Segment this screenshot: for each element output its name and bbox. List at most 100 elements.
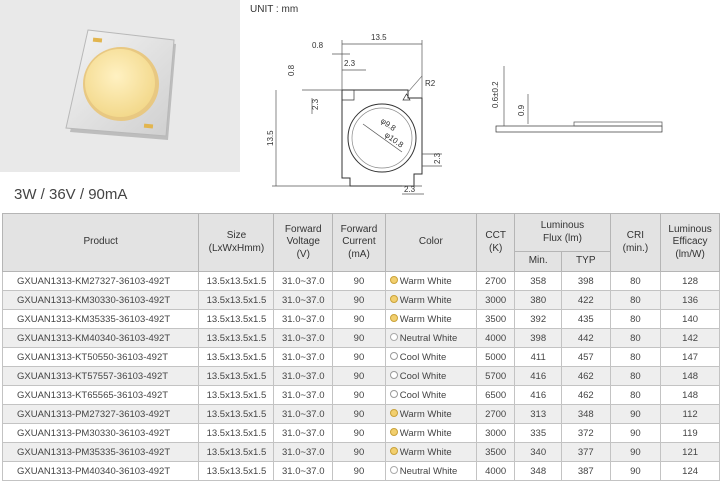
cell-efficacy: 121 — [660, 442, 720, 462]
cell-cct: 6500 — [475, 385, 516, 405]
cell-product: GXUAN1313-KT50550-36103-492T — [1, 347, 200, 367]
cell-flux-min: 411 — [514, 347, 562, 367]
cell-flux-typ: 435 — [560, 309, 611, 329]
cell-color: Neutral White — [384, 461, 477, 481]
cell-current: 90 — [332, 423, 386, 443]
dim-height: 13.5 — [266, 130, 275, 146]
col-current: Forward Current (mA) — [332, 213, 386, 272]
cell-voltage: 31.0~37.0 — [273, 366, 334, 386]
cell-flux-min: 392 — [514, 309, 562, 329]
cell-flux-typ: 377 — [560, 442, 611, 462]
cell-flux-min: 335 — [514, 423, 562, 443]
cell-cct: 2700 — [475, 271, 516, 291]
dim-pad-right: 2.3 — [433, 152, 442, 164]
cell-efficacy: 128 — [660, 271, 720, 291]
cell-flux-min: 380 — [514, 290, 562, 310]
cell-flux-min: 358 — [514, 271, 562, 291]
cell-flux-typ: 398 — [560, 271, 611, 291]
cell-cri: 80 — [609, 366, 662, 386]
cell-size: 13.5x13.5x1.5 — [198, 385, 275, 405]
cell-flux-min: 313 — [514, 404, 562, 424]
cell-voltage: 31.0~37.0 — [273, 271, 334, 291]
warm-color-dot-icon — [389, 313, 398, 322]
cell-cct: 3500 — [475, 309, 516, 329]
cell-size: 13.5x13.5x1.5 — [198, 290, 275, 310]
cell-flux-typ: 422 — [560, 290, 611, 310]
cell-flux-typ: 462 — [560, 385, 611, 405]
cell-cct: 3500 — [475, 442, 516, 462]
cell-size: 13.5x13.5x1.5 — [198, 309, 275, 329]
dim-margin-left: 0.8 — [287, 64, 296, 76]
cell-color: Warm White — [384, 271, 477, 291]
dim-side-height: 0.6±0.2 — [491, 81, 500, 108]
cell-efficacy: 148 — [660, 366, 720, 386]
cell-current: 90 — [332, 385, 386, 405]
cell-efficacy: 148 — [660, 385, 720, 405]
cell-size: 13.5x13.5x1.5 — [198, 461, 275, 481]
col-voltage: Forward Voltage (V) — [273, 213, 334, 272]
cell-voltage: 31.0~37.0 — [273, 328, 334, 348]
cell-size: 13.5x13.5x1.5 — [198, 347, 275, 367]
led-chip-image — [65, 29, 176, 140]
cell-cri: 90 — [609, 404, 662, 424]
col-flux: Luminous Flux (lm) — [514, 213, 611, 252]
cell-flux-typ: 387 — [560, 461, 611, 481]
cell-efficacy: 119 — [660, 423, 720, 443]
cell-current: 90 — [332, 442, 386, 462]
cell-current: 90 — [332, 328, 386, 348]
cell-cct: 3000 — [475, 423, 516, 443]
cell-cri: 90 — [609, 423, 662, 443]
cell-efficacy: 147 — [660, 347, 720, 367]
cell-flux-min: 348 — [514, 461, 562, 481]
dim-pad-bottom: 2.3 — [404, 185, 416, 194]
cell-current: 90 — [332, 271, 386, 291]
cell-color: Warm White — [384, 309, 477, 329]
cell-cri: 80 — [609, 347, 662, 367]
cell-color: Warm White — [384, 442, 477, 462]
cell-voltage: 31.0~37.0 — [273, 404, 334, 424]
cell-color: Warm White — [384, 290, 477, 310]
col-color: Color — [384, 213, 477, 272]
cell-size: 13.5x13.5x1.5 — [198, 271, 275, 291]
cell-flux-typ: 372 — [560, 423, 611, 443]
cell-voltage: 31.0~37.0 — [273, 442, 334, 462]
cell-current: 90 — [332, 366, 386, 386]
dim-pad-height: 2.3 — [311, 98, 320, 110]
cell-size: 13.5x13.5x1.5 — [198, 366, 275, 386]
cell-cri: 90 — [609, 461, 662, 481]
cell-product: GXUAN1313-PM27327-36103-492T — [1, 404, 200, 424]
cell-current: 90 — [332, 404, 386, 424]
cell-product: GXUAN1313-KM27327-36103-492T — [1, 271, 200, 291]
product-photo — [0, 0, 240, 172]
cell-product: GXUAN1313-KM40340-36103-492T — [1, 328, 200, 348]
cell-color: Cool White — [384, 366, 477, 386]
col-cct: CCT (K) — [475, 213, 516, 272]
col-efficacy: Luminous Efficacy (lm/W) — [660, 213, 720, 272]
cell-efficacy: 140 — [660, 309, 720, 329]
cool-color-dot-icon — [389, 370, 398, 379]
cell-cct: 5000 — [475, 347, 516, 367]
cell-cri: 80 — [609, 309, 662, 329]
cool-color-dot-icon — [389, 351, 398, 360]
cell-cct: 4000 — [475, 328, 516, 348]
cell-flux-typ: 457 — [560, 347, 611, 367]
cell-flux-typ: 462 — [560, 366, 611, 386]
dimension-drawing-top: 13.5 0.8 0.8 2.3 2.3 R2 13.5 φ9.8 φ10.8 … — [266, 33, 442, 195]
cell-flux-typ: 442 — [560, 328, 611, 348]
cell-flux-typ: 348 — [560, 404, 611, 424]
cell-voltage: 31.0~37.0 — [273, 461, 334, 481]
cell-color: Warm White — [384, 404, 477, 424]
cell-product: GXUAN1313-KM30330-36103-492T — [1, 290, 200, 310]
neutral-color-dot-icon — [389, 465, 398, 474]
cell-cri: 80 — [609, 385, 662, 405]
cell-cct: 3000 — [475, 290, 516, 310]
cell-cct: 4000 — [475, 461, 516, 481]
cell-product: GXUAN1313-PM40340-36103-492T — [1, 461, 200, 481]
warm-color-dot-icon — [389, 275, 398, 284]
